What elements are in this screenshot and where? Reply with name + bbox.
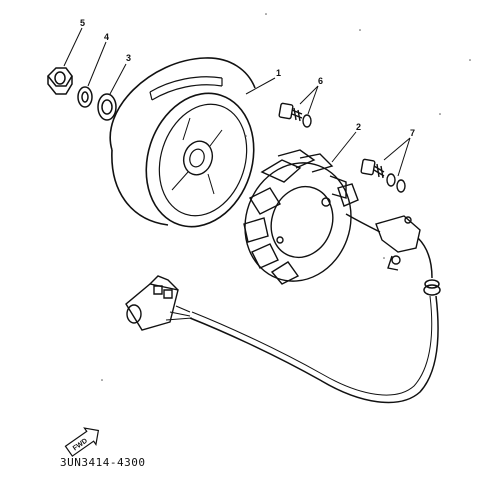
callout-4: 4 xyxy=(104,32,109,42)
callout-7: 7 xyxy=(410,128,415,138)
wire-harness xyxy=(166,214,440,402)
flywheel-rotor xyxy=(110,58,270,241)
screw-7 xyxy=(361,159,405,192)
plain-washer xyxy=(98,94,116,120)
screw-6 xyxy=(279,103,311,127)
callout-3: 3 xyxy=(126,53,131,63)
lock-washer xyxy=(78,87,92,107)
drawing-code: 3UN3414-4300 xyxy=(60,456,146,469)
callout-leaders xyxy=(64,28,410,176)
stator-assembly xyxy=(229,148,368,296)
callout-6: 6 xyxy=(318,76,323,86)
fwd-arrow-icon: FWD xyxy=(63,422,104,459)
wire-connector xyxy=(126,276,178,330)
callout-2: 2 xyxy=(356,122,361,132)
callout-5: 5 xyxy=(80,18,85,28)
scan-specks xyxy=(101,13,471,381)
pickup-coil xyxy=(376,216,420,270)
flange-nut xyxy=(48,68,72,94)
callout-1: 1 xyxy=(276,68,281,78)
